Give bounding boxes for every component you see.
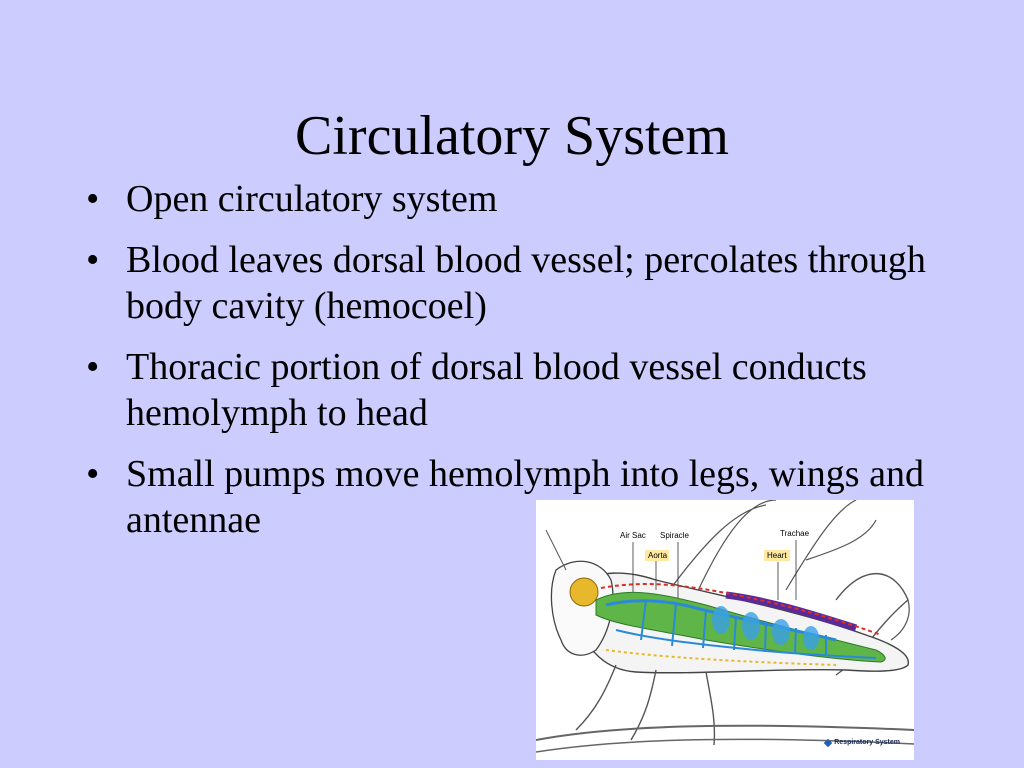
grasshopper-illustration: Air Sac Spiracle Aorta Trachae Heart — [536, 500, 914, 753]
diamond-icon — [823, 738, 833, 747]
bullet-item: • Small pumps move hemolymph into legs, w… — [86, 451, 966, 543]
label-air-sac: Air Sac — [620, 531, 646, 540]
bullet-item: • Open circulatory system — [86, 176, 966, 222]
label-trachae: Trachae — [780, 529, 810, 538]
bullet-dot: • — [86, 178, 100, 220]
slide-title: Circulatory System — [295, 105, 729, 167]
bullet-list: • Open circulatory system • Blood leaves d… — [86, 176, 966, 558]
bullet-dot: • — [86, 239, 100, 281]
label-aorta: Aorta — [648, 551, 668, 560]
bullet-dot: • — [86, 346, 100, 388]
bullet-text: Small pumps move hemolymph into legs, wi… — [126, 453, 924, 541]
bullet-item: • Blood leaves dorsal blood vessel; perco… — [86, 237, 966, 329]
label-spiracle: Spiracle — [660, 531, 689, 540]
bullet-text: Thoracic portion of dorsal blood vessel … — [126, 346, 867, 434]
insect-anatomy-figure: Air Sac Spiracle Aorta Trachae Heart Res… — [536, 500, 914, 760]
bullet-text: Open circulatory system — [126, 178, 498, 220]
bullet-item: • Thoracic portion of dorsal blood vessel… — [86, 344, 966, 436]
label-heart: Heart — [767, 551, 787, 560]
figure-caption-text: Respiratory System — [834, 739, 900, 746]
figure-caption: Respiratory System — [823, 738, 900, 747]
bullet-dot: • — [86, 453, 100, 495]
bullet-text: Blood leaves dorsal blood vessel; percol… — [126, 239, 926, 327]
